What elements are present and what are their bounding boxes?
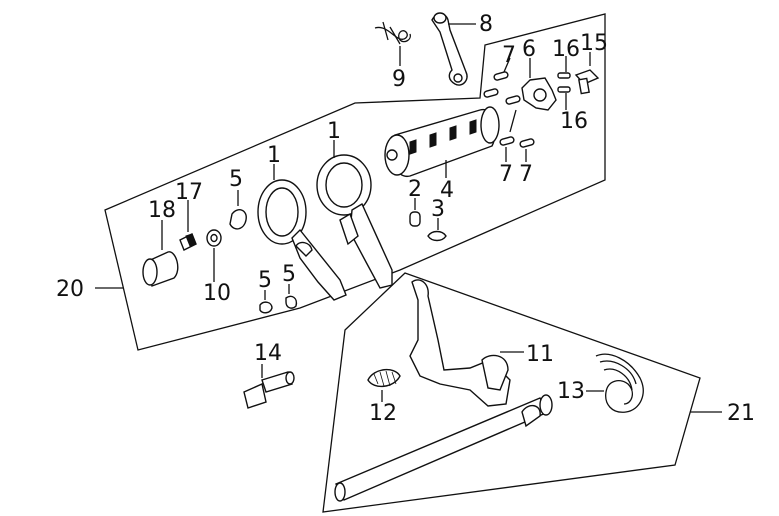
callout-1a: 1 — [267, 143, 281, 168]
stud-part-14 — [243, 364, 295, 409]
callout-5b: 5 — [258, 268, 272, 293]
spring-part-9 — [374, 21, 411, 66]
callout-1b: 1 — [327, 119, 341, 144]
cap-part-18 — [142, 220, 179, 287]
callout-2: 2 — [408, 177, 422, 202]
shift-fork-part-1-right — [316, 140, 393, 289]
selector-shaft-part-11 — [334, 279, 553, 502]
callout-13: 13 — [557, 379, 585, 404]
callout-20: 20 — [56, 277, 84, 302]
star-plate-part-6 — [521, 58, 557, 111]
plunger-part-2 — [409, 198, 421, 227]
callout-4: 4 — [440, 178, 454, 203]
callout-12: 12 — [369, 401, 397, 426]
callout-3: 3 — [431, 197, 445, 222]
callout-5c: 5 — [282, 262, 296, 287]
shift-fork-part-1-left — [257, 164, 347, 301]
shift-drum-part-4 — [384, 106, 500, 178]
callout-17: 17 — [175, 180, 203, 205]
pin-part-16 — [557, 56, 571, 110]
callout-15: 15 — [580, 31, 608, 56]
callout-18: 18 — [148, 198, 176, 223]
callout-14: 14 — [254, 341, 282, 366]
spring-clip-part-12 — [367, 369, 401, 402]
callout-9: 9 — [392, 67, 406, 92]
callout-7c: 7 — [519, 162, 533, 187]
shift-arm-part-8 — [431, 12, 476, 86]
callout-11: 11 — [526, 342, 554, 367]
part-17 — [179, 200, 197, 251]
washer-part-10 — [206, 229, 222, 282]
callout-8: 8 — [479, 12, 493, 37]
group-20-outline — [104, 13, 606, 351]
callout-5a: 5 — [229, 167, 243, 192]
callout-7a: 7 — [502, 43, 516, 68]
callout-16b: 16 — [560, 109, 588, 134]
callout-6: 6 — [522, 37, 536, 62]
spring-part-13 — [586, 353, 644, 413]
callout-16a: 16 — [552, 37, 580, 62]
clip-part-3 — [427, 218, 447, 242]
clip-part-5 — [229, 190, 298, 314]
group-21-outline — [322, 272, 701, 513]
callout-21: 21 — [727, 401, 755, 426]
bolt-part-15 — [574, 52, 600, 95]
callout-10: 10 — [203, 281, 231, 306]
pin-part-7 — [483, 57, 535, 162]
callout-7b: 7 — [499, 162, 513, 187]
